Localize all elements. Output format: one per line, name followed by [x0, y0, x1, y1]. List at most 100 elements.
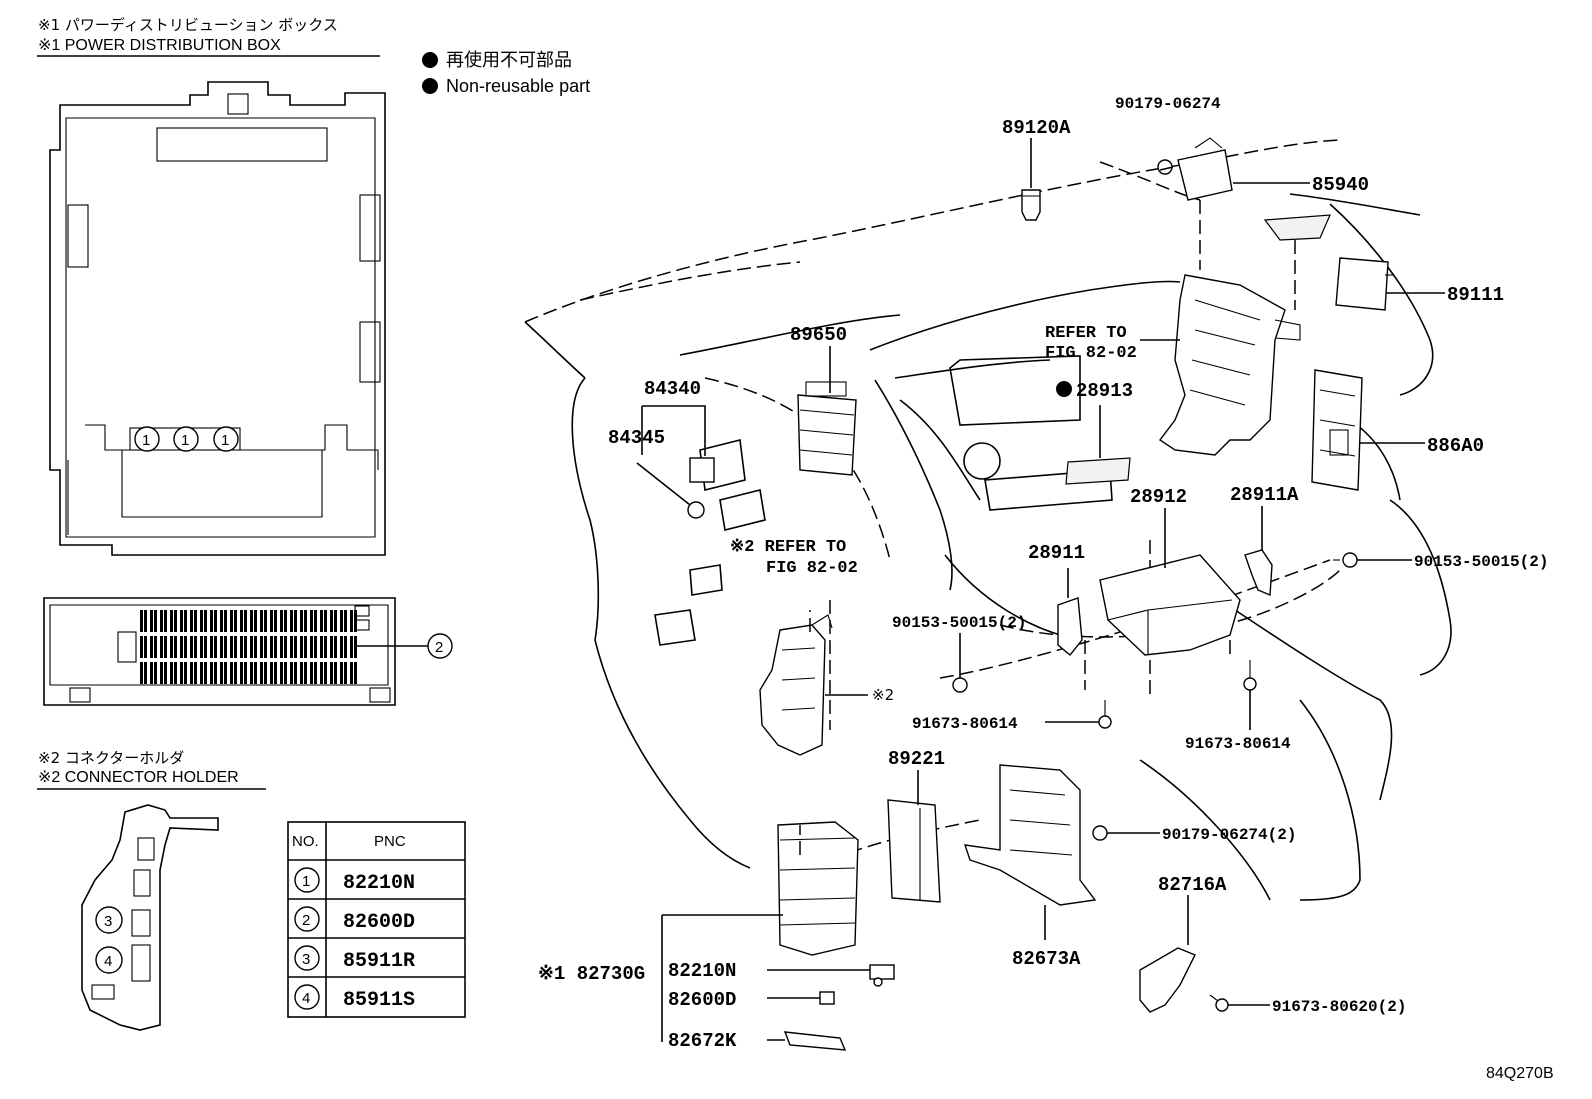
fuse-slot: [300, 610, 303, 632]
switch-84340: [687, 457, 715, 519]
label-82672K: 82672K: [668, 1030, 737, 1052]
fuse-slot: [260, 610, 263, 632]
fuse-slot: [234, 636, 237, 658]
fuse-slot: [204, 636, 207, 658]
table-row-no: 2: [302, 912, 310, 929]
label-28911: 28911: [1028, 542, 1085, 564]
fuse-slot: [244, 662, 247, 684]
table-row-no-circle: [294, 867, 320, 893]
module-89111: [1335, 257, 1393, 311]
fuse-slot: [280, 662, 283, 684]
fuse-slot: [224, 662, 227, 684]
fuse-slot: [270, 662, 273, 684]
fuse-slot: [160, 610, 163, 632]
fuse-slot: [190, 610, 193, 632]
non-reusable-bullet-icon: [422, 52, 438, 68]
table-row-no: 4: [302, 990, 310, 1007]
pnc-table: NO. PNC 1 82210N 2 82600D 3 85911R 4 859…: [287, 821, 466, 1018]
fuse-slot: [284, 636, 287, 658]
fuse-slot: [214, 610, 217, 632]
fuse-slot: [304, 662, 307, 684]
fuse-slot: [164, 636, 167, 658]
fuse-slot: [250, 636, 253, 658]
fuse-slot: [260, 636, 263, 658]
fuse-slot: [284, 610, 287, 632]
fuse-slot: [220, 662, 223, 684]
table-row-no-circle: [294, 945, 320, 971]
fuse-slot: [180, 636, 183, 658]
pdb-note-jp: ※1 パワーディストリビューション ボックス: [38, 16, 338, 34]
fuse-slot: [304, 636, 307, 658]
part-82672K: [783, 1031, 847, 1051]
plate-28913: [1065, 457, 1131, 485]
label-90153-50015-left: 90153-50015(2): [892, 614, 1026, 632]
label-85940: 85940: [1312, 174, 1369, 196]
fuse-slot: [250, 610, 253, 632]
fuse-slot: [214, 636, 217, 658]
connector-holder-part: [759, 614, 833, 756]
fuse-slot: [250, 662, 253, 684]
fuse-slot: [300, 636, 303, 658]
fuse-slot: [200, 662, 203, 684]
callout-1b: [173, 426, 199, 452]
fuse-slot: [150, 610, 153, 632]
fuse-slot: [210, 662, 213, 684]
table-row-no: 1: [302, 873, 310, 890]
non-reusable-bullet-icon: [1056, 381, 1072, 397]
fuse-slot: [330, 636, 333, 658]
fuse-slot: [214, 662, 217, 684]
fuse-slot: [234, 662, 237, 684]
label-82673A: 82673A: [1012, 948, 1081, 970]
fuse-slot: [294, 662, 297, 684]
fuse-slot: [154, 610, 157, 632]
fuse-slot: [274, 662, 277, 684]
fuse-slot: [240, 636, 243, 658]
table-header-pnc: PNC: [374, 833, 406, 850]
fuse-slot: [210, 636, 213, 658]
table-header-no: NO.: [292, 833, 319, 850]
fuse-slot: [174, 636, 177, 658]
fuse-slot: [320, 636, 323, 658]
callout-1a-label: 1: [142, 432, 150, 449]
fuse-slot: [280, 636, 283, 658]
fuse-slot: [320, 610, 323, 632]
label-82716A: 82716A: [1158, 874, 1227, 896]
power-distribution-box-top-view: [49, 81, 386, 556]
fuse-slot: [314, 636, 317, 658]
label-ref-fig-2a: ※2 REFER TO: [730, 538, 846, 557]
module-89650: [797, 381, 857, 476]
label-28912: 28912: [1130, 486, 1187, 508]
fuse-slot: [184, 610, 187, 632]
fuse-slot: [274, 610, 277, 632]
callout-1a: [134, 426, 160, 452]
fuse-slot: [184, 636, 187, 658]
fuse-slot: [194, 610, 197, 632]
fuse-slot: [254, 636, 257, 658]
callout-1c: [213, 426, 239, 452]
fuse-slot: [294, 636, 297, 658]
non-reusable-bullet-icon: [422, 78, 438, 94]
table-row-no-circle: [294, 984, 320, 1010]
fuse-slot: [190, 636, 193, 658]
fuse-slot: [354, 610, 357, 632]
fuse-slot: [170, 636, 173, 658]
label-ref-fig-1a: REFER TO: [1045, 324, 1127, 343]
label-28911A: 28911A: [1230, 484, 1299, 506]
module-886A0: [1311, 369, 1363, 491]
dashboard-outline: [524, 139, 1452, 901]
fuse-slot: [200, 610, 203, 632]
fuse-slot: [264, 662, 267, 684]
module-85940: [1157, 137, 1233, 201]
pdb-note-en: ※1 POWER DISTRIBUTION BOX: [38, 37, 281, 54]
label-91673-80614-a: 91673-80614: [912, 715, 1018, 733]
fuse-slot: [270, 636, 273, 658]
label-82600D: 82600D: [668, 989, 736, 1011]
clip-90179-06274: [1092, 825, 1108, 841]
fuse-slot: [354, 636, 357, 658]
fuse-slot: [194, 662, 197, 684]
fuse-slot: [220, 610, 223, 632]
module-89221: [887, 799, 941, 903]
fuse-slot: [184, 662, 187, 684]
callout-2-label: 2: [435, 639, 443, 656]
power-distribution-box-bottom-view: [43, 597, 396, 706]
